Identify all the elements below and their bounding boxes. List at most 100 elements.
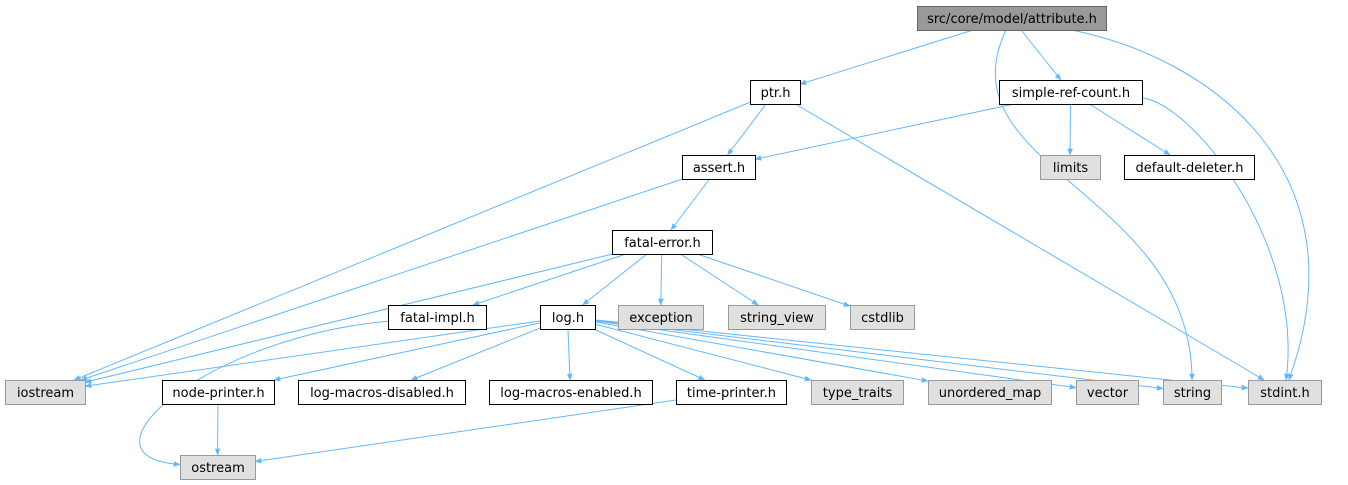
edge-fatal-error-to-exception: [658, 253, 664, 306]
node-label: ptr.h: [761, 86, 791, 101]
edge-log-to-log-macros-disabled: [410, 327, 541, 381]
node-box: [162, 380, 275, 405]
edge-assert-to-iostream: [80, 178, 683, 381]
node-simple-ref-count[interactable]: simple-ref-count.h: [999, 80, 1143, 105]
node-box: [928, 380, 1052, 405]
node-assert[interactable]: assert.h: [682, 155, 756, 180]
node-vector: vector: [1076, 380, 1139, 405]
node-label: type_traits: [823, 386, 893, 401]
node-exception: exception: [618, 305, 704, 330]
node-box: [1076, 380, 1139, 405]
node-label: string: [1174, 386, 1211, 401]
node-box: [612, 230, 713, 255]
node-label: string_view: [740, 311, 814, 326]
edge-log-to-iostream: [84, 320, 541, 389]
edge-fatal-error-to-log: [582, 253, 648, 306]
edge-fatal-error-to-cstdlib: [697, 253, 851, 307]
node-ptr[interactable]: ptr.h: [750, 80, 801, 105]
edge-log-to-time-printer: [593, 328, 706, 381]
node-box: [489, 380, 653, 405]
edge-assert-to-fatal-error: [670, 178, 710, 231]
node-label: default-deleter.h: [1136, 161, 1244, 176]
node-box: [811, 380, 904, 405]
node-label: log-macros-disabled.h: [310, 386, 454, 401]
node-label: fatal-error.h: [624, 236, 701, 251]
node-box: [682, 155, 756, 180]
node-box: [1248, 380, 1322, 405]
node-node-printer[interactable]: node-printer.h: [162, 380, 275, 405]
edge-log-to-vector: [594, 320, 1077, 390]
edge-attribute-to-stdint: [1071, 29, 1310, 381]
node-box: [728, 305, 826, 330]
node-log-macros-enabled[interactable]: log-macros-enabled.h: [489, 380, 653, 405]
edge-time-printer-to-ostream: [254, 399, 677, 464]
node-box: [999, 80, 1143, 105]
node-label: iostream: [17, 386, 74, 401]
edge-fatal-error-to-fatal-impl: [472, 253, 627, 306]
node-log-macros-disabled[interactable]: log-macros-disabled.h: [298, 380, 466, 405]
node-iostream: iostream: [5, 380, 86, 405]
node-label: src/core/model/attribute.h: [927, 12, 1097, 27]
nodes-layer: src/core/model/attribute.h ptr.h simple-re…: [5, 6, 1322, 480]
edge-fatal-error-to-string-view: [680, 253, 759, 306]
node-label: log.h: [552, 311, 584, 326]
edge-simple-ref-count-to-default-deleter: [1089, 103, 1171, 156]
node-time-printer[interactable]: time-printer.h: [676, 380, 787, 405]
edge-fatal-error-to-iostream: [84, 253, 613, 384]
node-box: [1163, 380, 1222, 405]
node-box: [298, 380, 466, 405]
node-label: unordered_map: [939, 386, 1042, 401]
node-label: cstdlib: [861, 311, 904, 326]
edge-simple-ref-count-to-assert: [754, 103, 1015, 161]
node-box: [180, 455, 256, 480]
node-box: [1040, 155, 1101, 180]
edge-attribute-to-ptr: [799, 29, 974, 85]
node-box: [917, 6, 1107, 31]
node-fatal-impl[interactable]: fatal-impl.h: [388, 305, 487, 330]
node-ostream: ostream: [180, 455, 256, 480]
node-box: [5, 380, 86, 405]
node-label: exception: [629, 311, 693, 326]
node-string-view: string_view: [728, 305, 826, 330]
node-label: simple-ref-count.h: [1012, 86, 1130, 101]
edge-log-to-unordered-map: [594, 321, 929, 383]
edge-log-to-type-traits: [594, 323, 812, 382]
node-label: fatal-impl.h: [400, 311, 474, 326]
node-box: [618, 305, 704, 330]
node-unordered-map: unordered_map: [928, 380, 1052, 405]
edge-simple-ref-count-to-stdint: [1141, 97, 1290, 381]
node-box: [388, 305, 487, 330]
node-limits: limits: [1040, 155, 1101, 180]
edge-log-to-log-macros-enabled: [566, 328, 573, 381]
node-box: [850, 305, 915, 330]
node-log[interactable]: log.h: [540, 305, 596, 330]
node-box: [1124, 155, 1255, 180]
edge-log-to-string: [594, 319, 1164, 391]
edge-log-to-node-printer: [273, 322, 541, 382]
node-fatal-error[interactable]: fatal-error.h: [612, 230, 713, 255]
node-label: node-printer.h: [172, 386, 264, 401]
node-attribute: src/core/model/attribute.h: [917, 6, 1107, 31]
node-label: stdint.h: [1260, 386, 1309, 401]
node-default-deleter[interactable]: default-deleter.h: [1124, 155, 1255, 180]
edge-attribute-to-string: [994, 29, 1195, 381]
node-label: assert.h: [693, 161, 745, 176]
node-box: [540, 305, 596, 330]
edges-layer: [73, 29, 1310, 467]
node-box: [750, 80, 801, 105]
node-label: log-macros-enabled.h: [500, 386, 641, 401]
edge-attribute-to-simple-ref-count: [1020, 29, 1062, 81]
node-cstdlib: cstdlib: [850, 305, 915, 330]
node-box: [676, 380, 787, 405]
node-label: vector: [1087, 386, 1129, 401]
node-string: string: [1163, 380, 1222, 405]
node-type-traits: type_traits: [811, 380, 904, 405]
node-stdint: stdint.h: [1248, 380, 1322, 405]
node-label: limits: [1053, 161, 1089, 176]
edge-ptr-to-stdint: [795, 103, 1265, 381]
node-label: time-printer.h: [687, 386, 776, 401]
edge-ptr-to-iostream: [73, 101, 751, 381]
edge-log-to-stdint: [594, 319, 1249, 391]
node-label: ostream: [191, 461, 245, 476]
